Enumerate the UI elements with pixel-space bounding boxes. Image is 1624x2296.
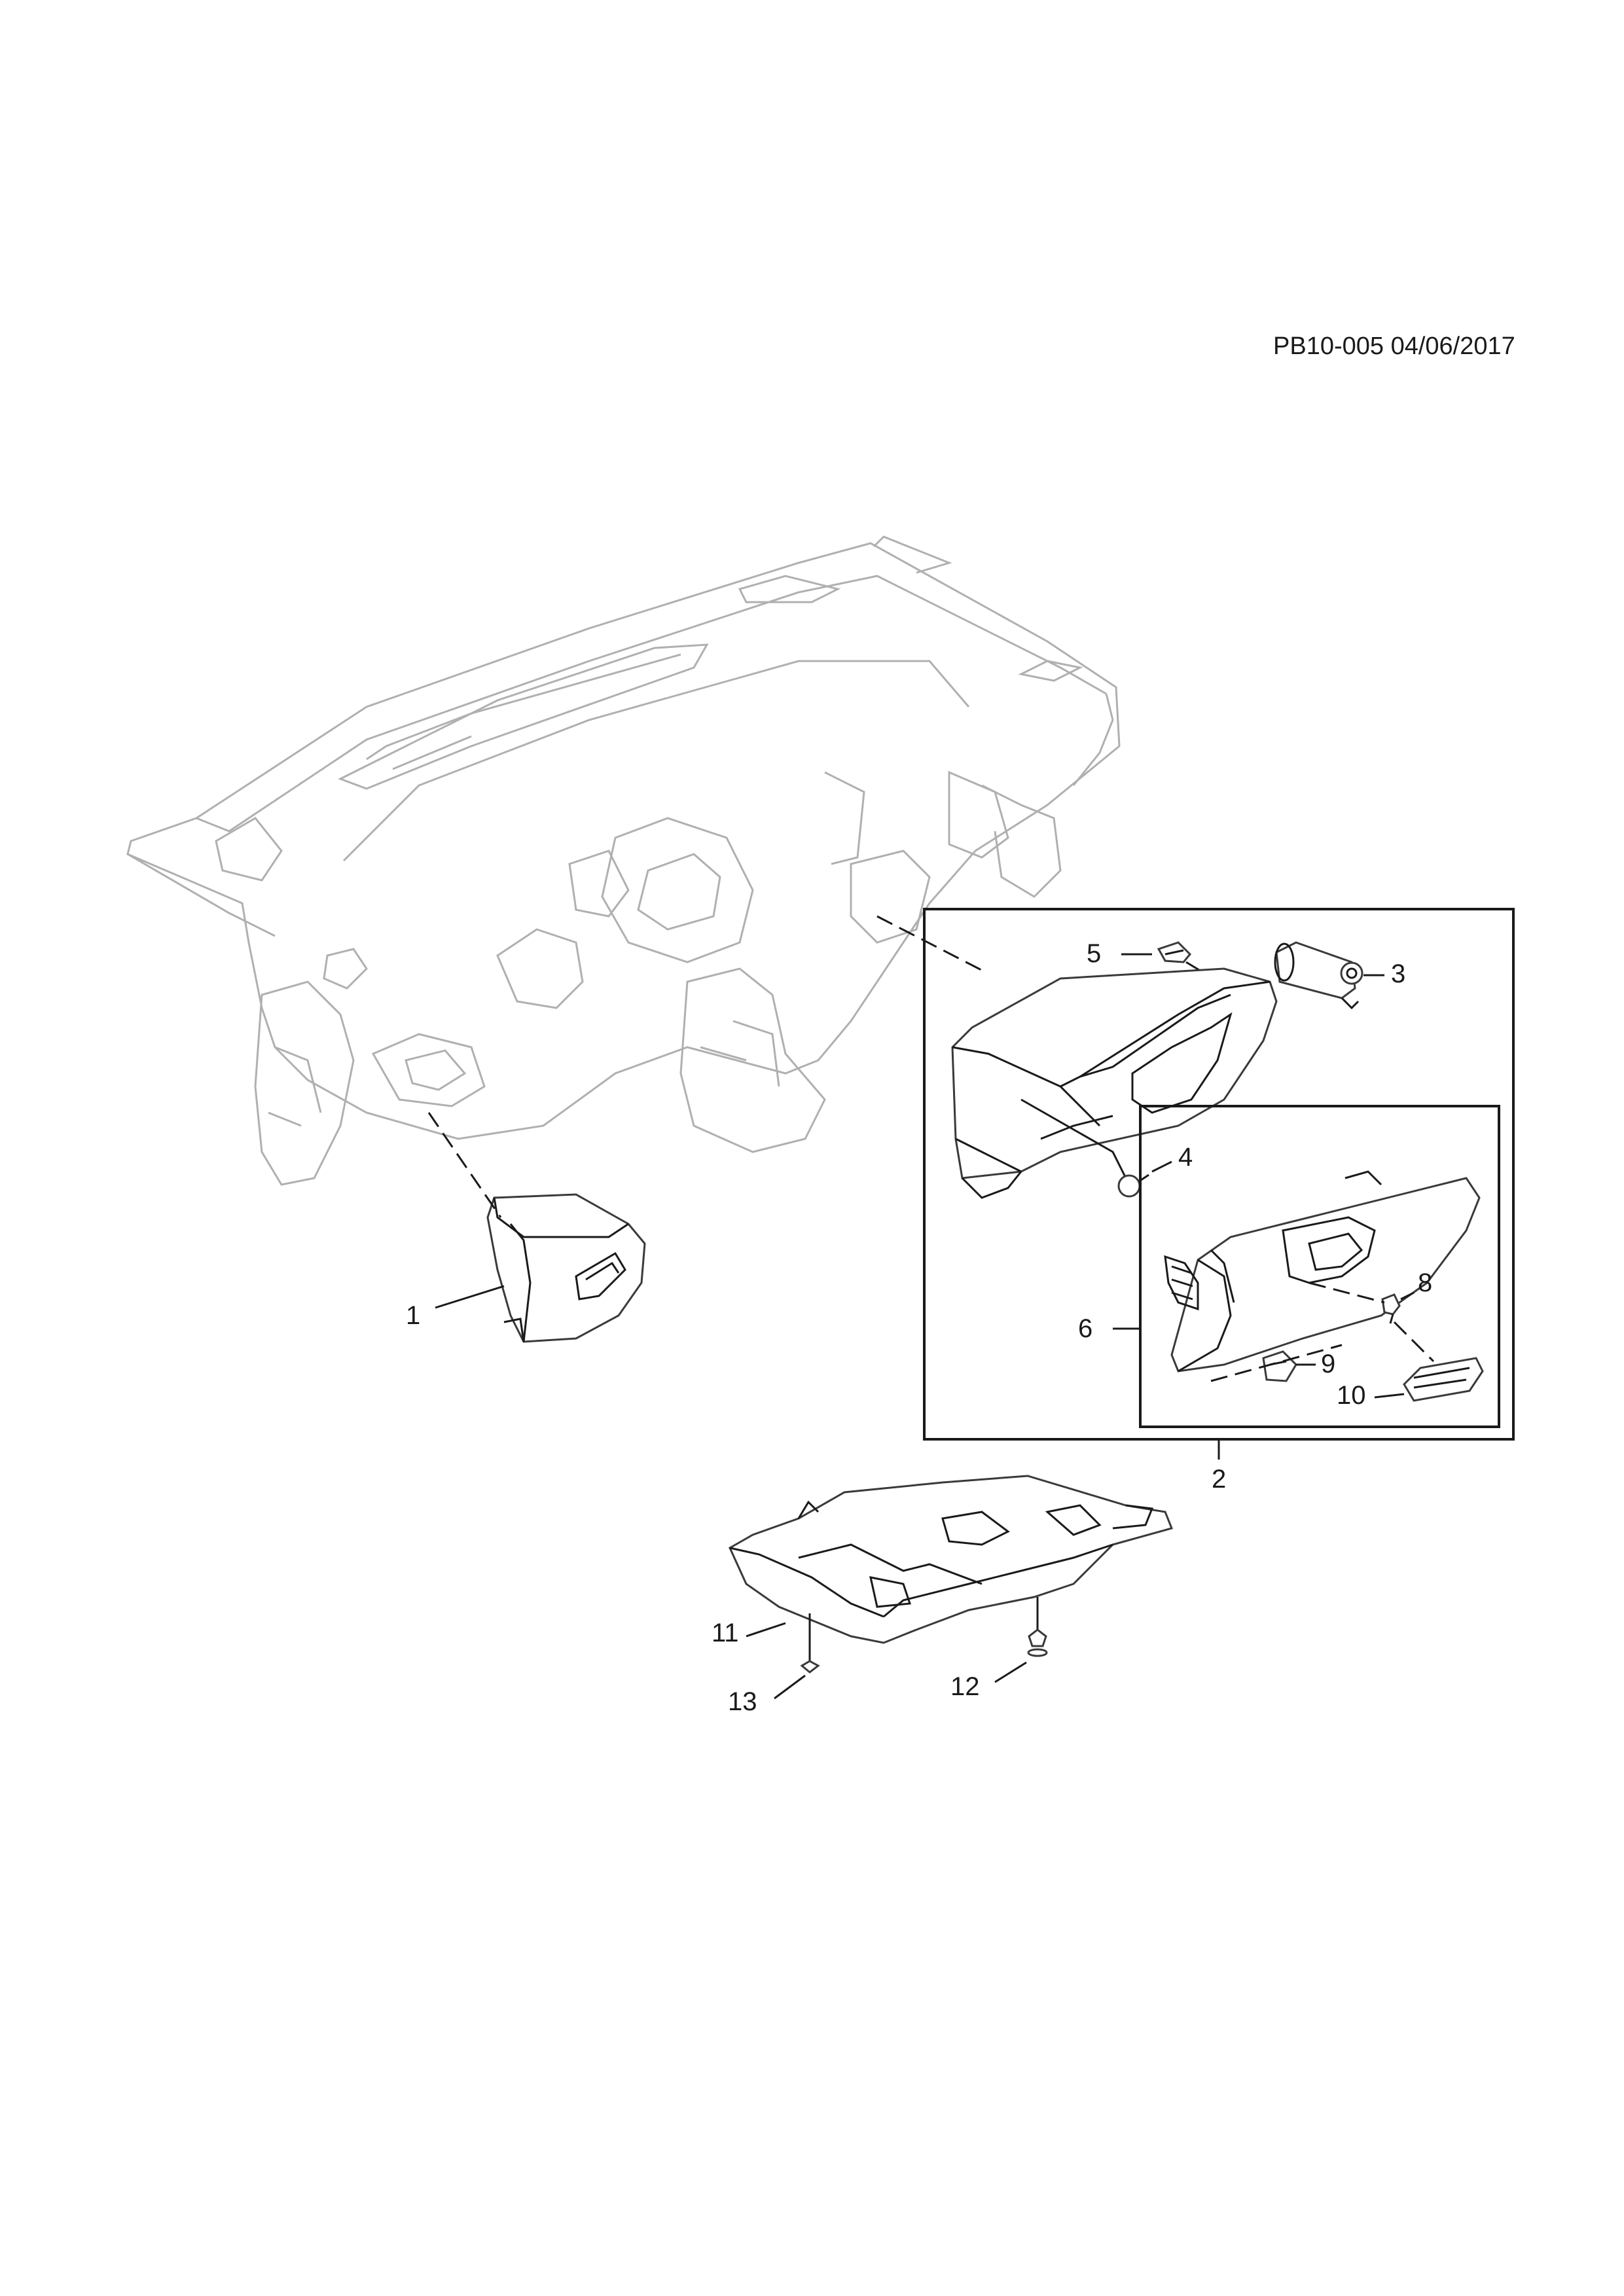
callout-line-4: [1151, 1160, 1172, 1173]
part-9-latch: [1262, 1350, 1297, 1382]
part-10-handle: [1403, 1357, 1484, 1402]
callout-1: 1: [406, 1301, 421, 1330]
part-6-glovebox-door: [1164, 1170, 1481, 1372]
leader-part-8: [1308, 1282, 1385, 1304]
assembly-6-box: [1139, 1105, 1500, 1428]
callout-line-13: [774, 1674, 806, 1700]
part-1-lower-trim-panel: [486, 1193, 646, 1343]
instrument-panel: [126, 535, 1121, 1186]
callout-13: 13: [728, 1687, 757, 1716]
part-3-damper: [1274, 941, 1363, 1010]
callout-3: 3: [1391, 960, 1406, 988]
callout-4: 4: [1178, 1143, 1193, 1172]
callout-11: 11: [712, 1619, 739, 1647]
part-8-rivet: [1381, 1293, 1401, 1324]
callout-9: 9: [1321, 1350, 1336, 1378]
callout-line-1: [435, 1285, 505, 1309]
callout-line-10: [1374, 1393, 1405, 1399]
leader-part-10: [1393, 1321, 1435, 1363]
part-5-clip: [1157, 941, 1192, 963]
callout-10: 10: [1337, 1381, 1366, 1410]
callout-line-12: [994, 1661, 1027, 1683]
callout-6: 6: [1078, 1314, 1093, 1343]
part-12-push-pin: [1027, 1597, 1048, 1657]
leader-part-9: [1210, 1344, 1343, 1382]
glovebox-housing: [951, 967, 1278, 1199]
leader-assembly-2: [876, 915, 986, 973]
drawing-reference: PB10-005 04/06/2017: [1273, 332, 1515, 360]
callout-5: 5: [1087, 939, 1102, 968]
part-11-lower-cover: [729, 1475, 1174, 1644]
callout-8: 8: [1418, 1268, 1433, 1297]
callout-line-8: [1400, 1291, 1415, 1300]
callout-2: 2: [1212, 1465, 1227, 1494]
part-13-screw: [800, 1613, 820, 1674]
leader-part-1: [427, 1112, 502, 1218]
callout-line-11: [746, 1622, 786, 1638]
callout-12: 12: [950, 1672, 980, 1701]
